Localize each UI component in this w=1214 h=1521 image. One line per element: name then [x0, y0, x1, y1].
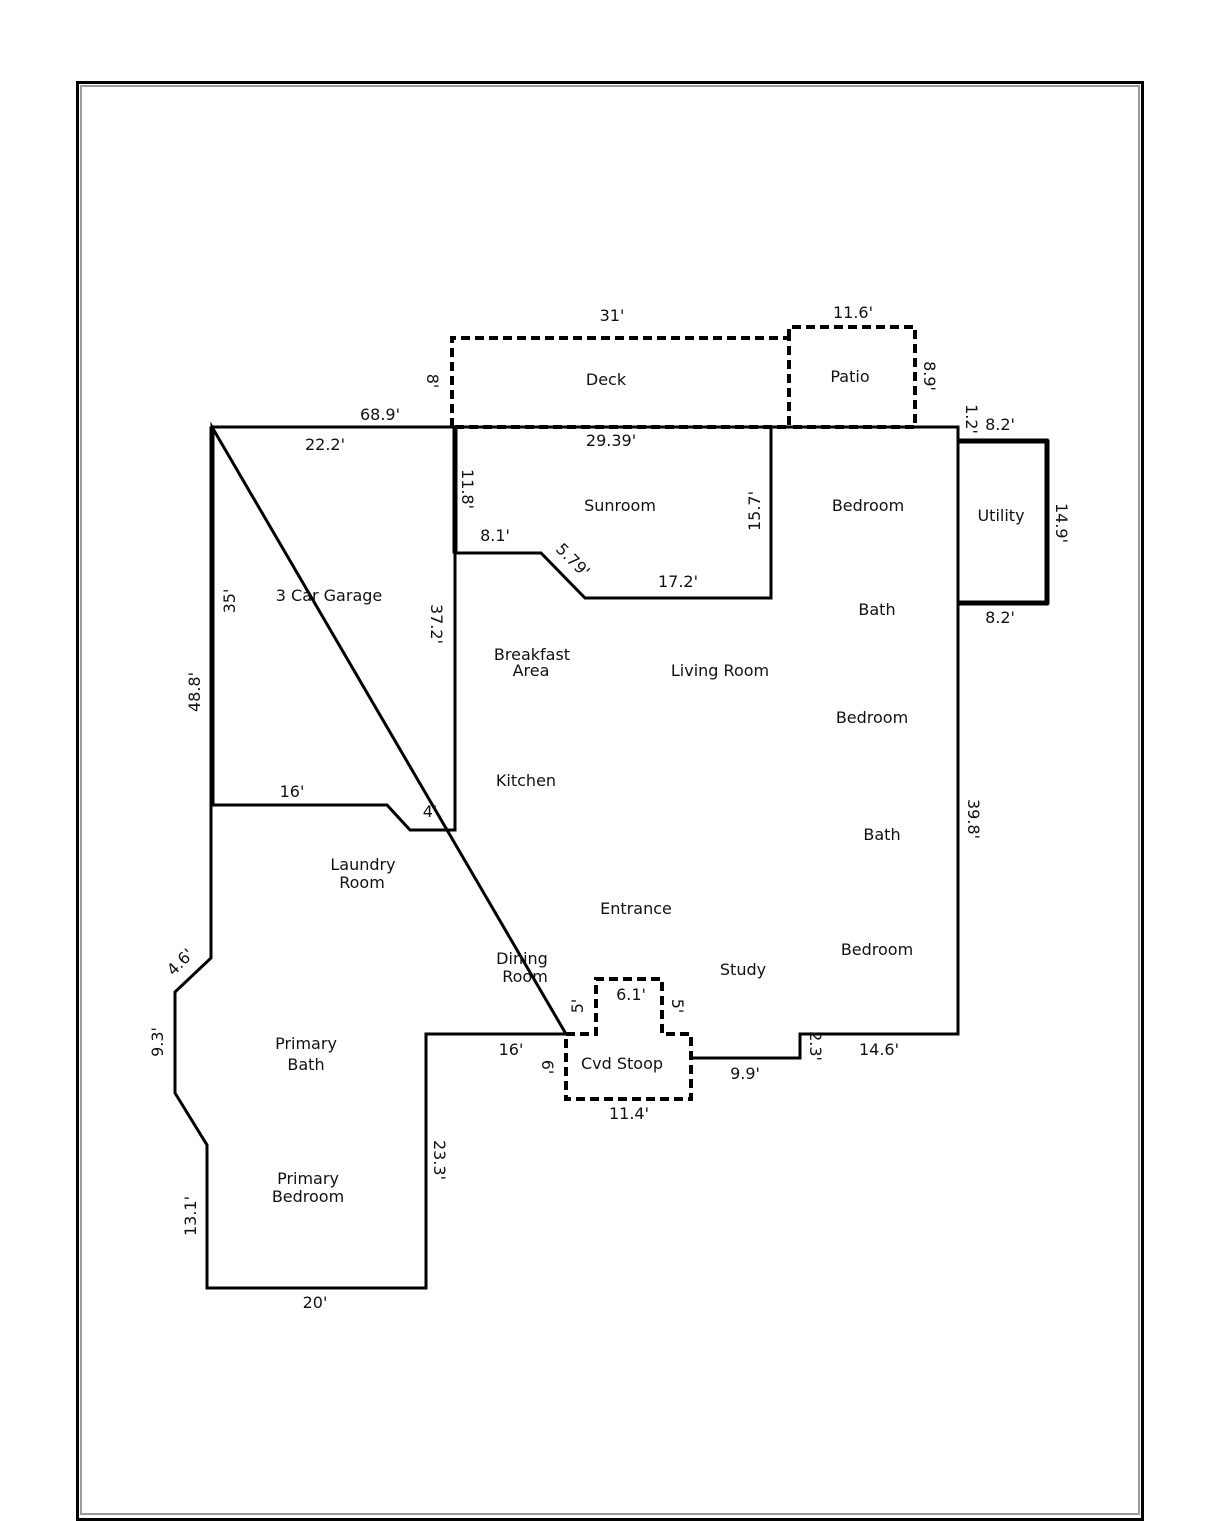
dim-deck-width: 31'	[600, 306, 625, 325]
dim-garage-corner: 4'	[423, 802, 438, 821]
dim-front-right: 14.6'	[859, 1040, 899, 1059]
room-kitchen: Kitchen	[496, 771, 556, 790]
dim-primary-right: 23.3'	[430, 1140, 449, 1180]
room-bedroom-2: Bedroom	[836, 708, 908, 727]
room-bedroom-3: Bedroom	[841, 940, 913, 959]
room-cvd-stoop: Cvd Stoop	[581, 1054, 663, 1073]
room-sunroom: Sunroom	[584, 496, 656, 515]
dim-sunroom-bottom: 17.2'	[658, 572, 698, 591]
dim-patio-depth: 8.9'	[920, 361, 939, 391]
dim-garage-bottom: 16'	[280, 782, 305, 801]
dim-small-offset: 1.2'	[962, 404, 981, 434]
room-deck: Deck	[586, 370, 627, 389]
dim-stoop-left: 5'	[568, 999, 587, 1014]
dim-stoop-right: 5'	[668, 999, 687, 1014]
room-dining-line1: Dining	[496, 949, 548, 968]
room-bath-1: Bath	[858, 600, 895, 619]
room-laundry-line2: Room	[339, 873, 385, 892]
dim-primary-bottom: 20'	[303, 1293, 328, 1312]
room-primary-bath-line1: Primary	[275, 1034, 337, 1053]
dim-front-step: 2.3'	[806, 1031, 825, 1061]
dim-stoop-depth: 6'	[538, 1060, 557, 1075]
room-primary-bath-line2: Bath	[287, 1055, 324, 1074]
room-bath-2: Bath	[863, 825, 900, 844]
dim-sunroom-bottom-left: 8.1'	[480, 526, 510, 545]
dim-sunroom-left: 11.8'	[458, 469, 477, 509]
dim-utility-bottom: 8.2'	[985, 608, 1015, 627]
sunroom-outline	[453, 425, 773, 600]
room-primary-bedroom-line1: Primary	[277, 1169, 339, 1188]
dim-garage-top: 22.2'	[305, 435, 345, 454]
room-breakfast-line2: Area	[513, 661, 550, 680]
dim-top-wall: 68.9'	[360, 405, 400, 424]
room-entrance: Entrance	[600, 899, 672, 918]
dim-garage-right: 37.2'	[427, 604, 446, 644]
dim-sunroom-right: 15.7'	[745, 491, 764, 531]
dim-front-middle: 9.9'	[730, 1064, 760, 1083]
dim-patio-width: 11.6'	[833, 303, 873, 322]
dim-deck-depth: 8'	[423, 374, 442, 389]
dim-left-lower: 9.3'	[148, 1027, 167, 1057]
room-breakfast-line1: Breakfast	[494, 645, 570, 664]
dim-primary-left: 13.1'	[181, 1196, 200, 1236]
room-dining-line2: Room	[502, 967, 548, 986]
garage-outline	[210, 425, 457, 832]
room-utility: Utility	[977, 506, 1024, 525]
room-study: Study	[720, 960, 766, 979]
stoop-outline	[564, 977, 693, 1101]
room-living-room: Living Room	[671, 661, 769, 680]
room-primary-bedroom-line2: Bedroom	[272, 1187, 344, 1206]
dim-sunroom-top: 29.39'	[586, 431, 636, 450]
dim-stoop-bottom: 11.4'	[609, 1104, 649, 1123]
room-patio: Patio	[830, 367, 869, 386]
patio-outline	[787, 325, 917, 429]
room-garage: 3 Car Garage	[276, 586, 383, 605]
dim-stoop-top: 6.1'	[616, 985, 646, 1004]
dim-left-wall: 48.8'	[185, 672, 204, 712]
dim-sunroom-diagonal: 5.79'	[552, 539, 594, 581]
dim-garage-left: 35'	[220, 589, 239, 614]
dim-right-wall: 39.8'	[964, 799, 983, 839]
dim-utility-side: 14.9'	[1052, 503, 1071, 543]
room-laundry-line1: Laundry	[330, 855, 395, 874]
dim-front-left: 16'	[499, 1040, 524, 1059]
room-bedroom-1: Bedroom	[832, 496, 904, 515]
dim-utility-top: 8.2'	[985, 415, 1015, 434]
